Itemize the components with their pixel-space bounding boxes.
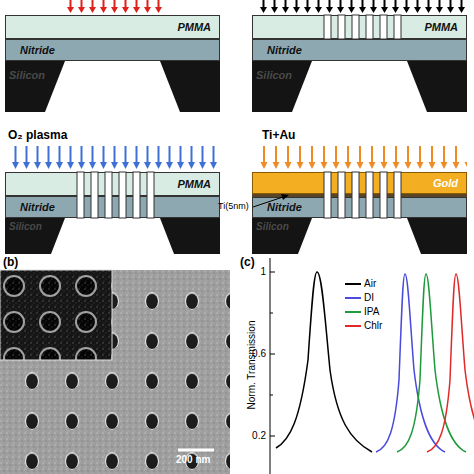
tick-label: 0.2	[246, 430, 266, 441]
hole	[394, 172, 401, 218]
hole	[324, 15, 331, 39]
process-label: O₂ plasma	[8, 128, 67, 142]
deposition-arrows	[258, 146, 467, 171]
sem-image	[0, 270, 230, 474]
plasma-arrows	[10, 146, 219, 171]
pmma-layer: PMMA	[5, 15, 220, 39]
sem-inset	[0, 270, 112, 360]
layer-label: PMMA	[177, 173, 211, 195]
silicon-layer: Silicon	[5, 218, 65, 254]
legend-text: DI	[364, 292, 374, 303]
scale-bar-label: 200 nm	[176, 454, 210, 465]
sem-inset-texture	[0, 270, 112, 360]
silicon-layer: Silicon	[5, 61, 65, 112]
nitride-layer: Nitride	[252, 39, 467, 61]
hole	[366, 172, 373, 218]
sem-texture	[0, 270, 230, 474]
silicon-outline	[5, 61, 65, 112]
sem-hole-array	[0, 270, 230, 474]
legend-line	[345, 283, 361, 285]
silicon-outline	[252, 61, 312, 112]
hole	[105, 172, 112, 218]
y-axis	[270, 258, 271, 474]
hole	[77, 172, 84, 218]
legend-line	[345, 325, 361, 327]
panel-label: (c)	[240, 255, 255, 269]
hole	[119, 172, 126, 218]
hole	[133, 172, 140, 218]
legend-text: IPA	[364, 306, 379, 317]
hole	[366, 15, 373, 39]
scale-bar	[178, 449, 214, 452]
layer-label: PMMA	[177, 16, 211, 38]
hole	[394, 15, 401, 39]
silicon-block	[160, 218, 220, 254]
nitride-layer: Nitride	[5, 39, 220, 61]
layer-label: Nitride	[267, 40, 302, 60]
silicon-block	[160, 61, 220, 112]
hole	[91, 172, 98, 218]
axis-tick	[270, 436, 275, 437]
silicon-layer: Silicon	[252, 61, 312, 112]
chlr-curve	[427, 274, 474, 452]
hole	[380, 172, 387, 218]
hole	[352, 15, 359, 39]
axis-title: Norm. Transmission	[246, 321, 257, 410]
axis-tick	[270, 395, 273, 396]
layer-label: Silicon	[256, 221, 289, 232]
legend-text: Chlr	[364, 320, 382, 331]
hole	[380, 15, 387, 39]
silicon-layer: Silicon	[252, 218, 312, 254]
legend-line	[345, 297, 361, 299]
process-label: Ti+Au	[262, 128, 295, 142]
layer-label: Gold	[433, 173, 458, 193]
hole	[147, 172, 154, 218]
develop-arrows	[258, 0, 467, 14]
axis-tick	[270, 272, 275, 273]
hole	[352, 172, 359, 218]
layer-label: Silicon	[9, 221, 42, 232]
legend-line	[345, 311, 361, 313]
hole	[338, 15, 345, 39]
layer-label: Silicon	[9, 69, 45, 81]
ebeam-arrows	[65, 0, 164, 14]
hole	[338, 172, 345, 218]
sem-inset-frame	[0, 270, 112, 360]
tick-label: 0.6	[246, 348, 266, 359]
ipa-curve	[397, 274, 466, 452]
silicon-block	[407, 218, 467, 254]
silicon-block	[5, 218, 65, 254]
layer-label: Nitride	[20, 40, 55, 60]
air-curve	[276, 272, 372, 452]
silicon-block	[407, 61, 467, 112]
legend-text: Air	[364, 278, 376, 289]
layer-label: Silicon	[256, 69, 292, 81]
silicon-block	[252, 61, 312, 112]
panel-label: (b)	[3, 255, 18, 269]
axis-tick	[270, 354, 275, 355]
sem-inset-holes	[0, 270, 112, 360]
layer-callout: Ti(5nm)	[218, 201, 249, 211]
hole	[324, 172, 331, 218]
axis-tick	[270, 313, 273, 314]
layer-label: PMMA	[424, 16, 458, 38]
tick-label: 1	[246, 266, 266, 277]
layer-label: Nitride	[20, 197, 55, 217]
silicon-block	[5, 61, 65, 112]
silicon-block	[252, 218, 312, 254]
